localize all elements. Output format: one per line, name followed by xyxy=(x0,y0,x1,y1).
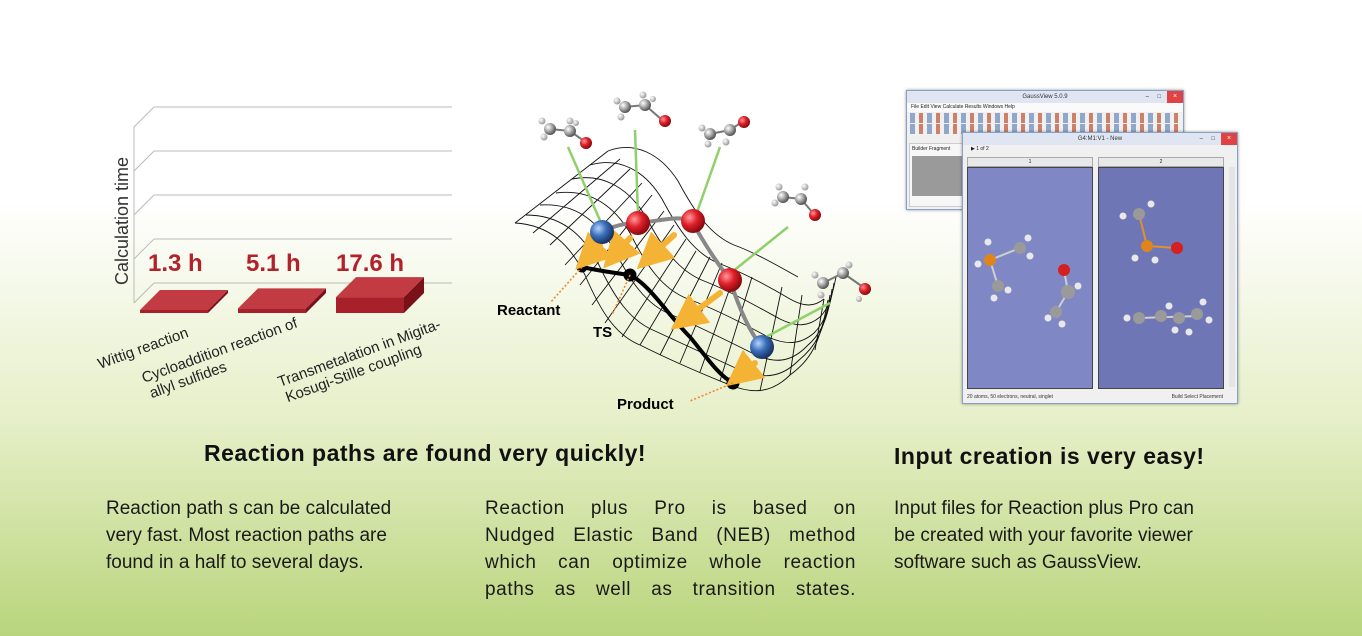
molecule-icon-3 xyxy=(698,116,750,148)
input-description-line: software such as GaussView. xyxy=(894,552,1142,573)
ts-label: TS xyxy=(593,324,612,341)
view-scrollbar[interactable] xyxy=(1229,167,1235,387)
status-bar-right: Build Select Placement xyxy=(1171,394,1223,400)
speed-description-line: Reaction path s can be calculated xyxy=(106,498,392,519)
pane-1-header[interactable]: 1 xyxy=(967,157,1093,167)
right-section-heading: Input creation is very easy! xyxy=(894,443,1205,469)
bar-value-label: 17.6 h xyxy=(336,250,404,277)
reactant-label: Reactant xyxy=(497,302,560,319)
speed-description-line: very fast. Most reaction paths are xyxy=(106,525,387,546)
molecule-icon-5 xyxy=(811,261,871,302)
minimize-icon[interactable]: – xyxy=(1145,94,1149,100)
product-label: Product xyxy=(617,396,674,413)
bar-1 xyxy=(140,290,228,313)
molecule-icon-2 xyxy=(613,91,671,127)
close-icon[interactable]: × xyxy=(1221,133,1237,145)
path-atom-red-3 xyxy=(718,268,742,292)
neb-description-line: Reaction plus Pro is based on xyxy=(485,498,856,519)
bar-2 xyxy=(238,288,326,313)
y-axis-label: Calculation time xyxy=(112,157,132,285)
path-atom-red-1 xyxy=(626,211,650,235)
neb-description-line: paths as well as transition states. xyxy=(485,579,856,600)
gaussview-view-title: G4:M1:V1 - New xyxy=(1077,136,1123,142)
molecule-1-render xyxy=(974,234,1082,328)
input-description: Input files for Reaction plus Pro can be… xyxy=(894,495,1266,576)
fragment-preview xyxy=(912,156,964,196)
molecule-pane-2[interactable] xyxy=(1098,167,1224,389)
speed-description-line: found in a half to several days. xyxy=(106,552,364,573)
status-bar-left: 20 atoms, 50 electrons, neutral, singlet xyxy=(967,394,1053,400)
bar-value-label: 5.1 h xyxy=(246,250,301,277)
molecule-connectors xyxy=(566,129,831,339)
speed-description: Reaction path s can be calculated very f… xyxy=(106,495,451,576)
path-atom-red-2 xyxy=(681,209,705,233)
gaussview-main-titlebar: GaussView 5.0.9 – □ × xyxy=(907,91,1183,103)
neb-description-line: Nudged Elastic Band (NEB) method xyxy=(485,525,856,546)
builder-fragment-item[interactable]: Builder Fragment xyxy=(912,146,951,152)
input-description-line: Input files for Reaction plus Pro can xyxy=(894,498,1194,519)
molecule-icon-1 xyxy=(538,117,592,149)
gaussview-side-panel: Builder Fragment xyxy=(909,143,967,207)
close-icon[interactable]: × xyxy=(1167,91,1183,103)
neb-force-arrows xyxy=(575,229,766,387)
gaussview-toolbar-row-1[interactable] xyxy=(910,113,1180,123)
bar-value-label: 1.3 h xyxy=(148,250,203,277)
pane-2-header[interactable]: 2 xyxy=(1098,157,1224,167)
molecule-2-render xyxy=(1119,200,1213,336)
gaussview-toolbar-row-2[interactable] xyxy=(910,124,1180,134)
label-leaders xyxy=(549,266,734,402)
neb-description: Reaction plus Pro is based on Nudged Ela… xyxy=(485,495,856,603)
neb-description-line: which can optimize whole reaction xyxy=(485,552,856,573)
input-description-line: be created with your favorite viewer xyxy=(894,525,1193,546)
maximize-icon[interactable]: □ xyxy=(1157,94,1161,100)
maximize-icon[interactable]: □ xyxy=(1211,136,1215,142)
energy-surface-mesh xyxy=(514,147,837,392)
gaussview-main-title: GaussView 5.0.9 xyxy=(1022,94,1068,100)
path-atom-blue-2 xyxy=(750,335,774,359)
gaussview-view-titlebar: G4:M1:V1 - New – □ × xyxy=(963,133,1237,145)
bar-3 xyxy=(336,277,424,313)
category-label: Transmetalation in Migita-Kosugi-Stille … xyxy=(276,316,449,407)
view-subtoolbar[interactable]: ▶ 1 of 2 xyxy=(971,146,989,152)
reaction-surface-diagram: Reactant TS Product xyxy=(497,91,871,413)
gaussview-menubar[interactable]: File Edit View Calculate Results Windows… xyxy=(907,103,1183,112)
minimize-icon[interactable]: – xyxy=(1199,136,1203,142)
left-section-heading: Reaction paths are found very quickly! xyxy=(204,440,647,466)
reaction-path-line xyxy=(581,265,735,385)
molecule-icon-4 xyxy=(771,183,821,221)
path-atom-blue-1 xyxy=(590,220,614,244)
gaussview-view-window: G4:M1:V1 - New – □ × ▶ 1 of 2 1 2 xyxy=(962,132,1238,404)
molecule-pane-1[interactable] xyxy=(967,167,1093,389)
